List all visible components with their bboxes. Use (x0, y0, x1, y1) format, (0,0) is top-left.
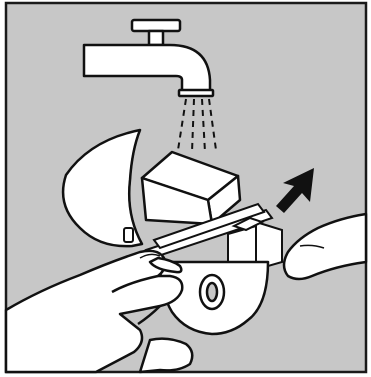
illustration-svg (0, 0, 371, 377)
instruction-illustration (0, 0, 371, 377)
